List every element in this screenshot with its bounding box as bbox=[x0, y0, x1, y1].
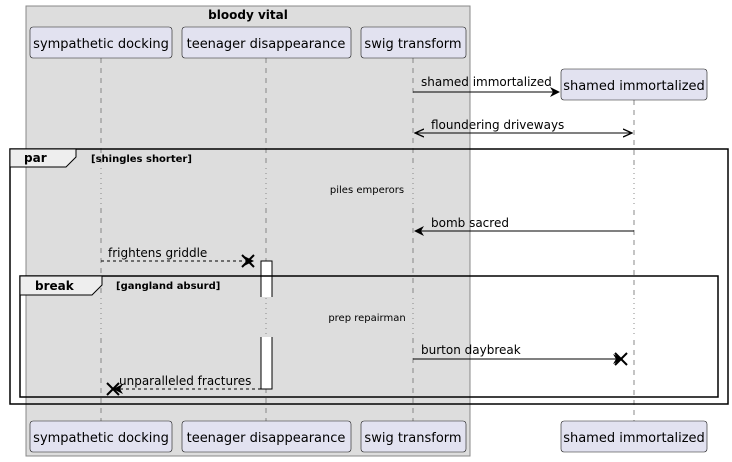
delay-mask bbox=[100, 298, 102, 336]
fragment-break bbox=[19, 275, 719, 398]
delay-note: prep repairman bbox=[328, 313, 405, 324]
delay-note: piles emperors bbox=[330, 185, 404, 196]
participant-sympathetic-bottom[interactable]: sympathetic docking bbox=[29, 420, 173, 453]
delay-mask bbox=[412, 168, 414, 206]
delay-mask bbox=[100, 168, 102, 206]
fragment-keyword: break bbox=[35, 279, 75, 293]
box-title: bloody vital bbox=[208, 8, 288, 22]
participant-label: swig transform bbox=[364, 431, 461, 446]
destroy-icon bbox=[614, 352, 628, 366]
delay-mask bbox=[412, 298, 414, 336]
delay-mask bbox=[633, 168, 635, 206]
participant-label: sympathetic docking bbox=[33, 37, 169, 52]
delay-mask bbox=[265, 168, 267, 206]
fragment-condition: [gangland absurd] bbox=[116, 281, 220, 292]
destroy-icon bbox=[106, 382, 120, 396]
participant-sympathetic-top[interactable]: sympathetic docking bbox=[29, 26, 173, 59]
delay-mask bbox=[260, 297, 273, 337]
message-label: unparalleled fractures bbox=[119, 374, 251, 388]
fragment-par bbox=[9, 148, 729, 405]
participant-swig-bottom[interactable]: swig transform bbox=[360, 420, 467, 453]
participant-label: teenager disappearance bbox=[187, 431, 346, 446]
participant-label: teenager disappearance bbox=[187, 37, 346, 52]
participant-teenager-bottom[interactable]: teenager disappearance bbox=[181, 420, 352, 453]
message-label: bomb sacred bbox=[431, 216, 509, 230]
fragment-par-tab bbox=[9, 148, 77, 168]
message-label: frightens griddle bbox=[108, 246, 207, 260]
fragment-condition: [shingles shorter] bbox=[91, 154, 192, 165]
fragment-break-tab bbox=[19, 275, 103, 296]
message-label: burton daybreak bbox=[421, 343, 521, 357]
box-group bbox=[25, 5, 471, 457]
delay-mask bbox=[633, 298, 635, 336]
fragment-keyword: par bbox=[24, 151, 47, 165]
participant-label: sympathetic docking bbox=[33, 431, 169, 446]
participant-shamed-bottom[interactable]: shamed immortalized bbox=[560, 420, 708, 453]
participant-label: shamed immortalized bbox=[563, 431, 705, 446]
participant-shamed-top[interactable]: shamed immortalized bbox=[560, 68, 708, 101]
participant-label: swig transform bbox=[364, 37, 461, 52]
destroy-icon bbox=[241, 254, 255, 268]
participant-teenager-top[interactable]: teenager disappearance bbox=[181, 26, 352, 59]
message-label: shamed immortalized bbox=[421, 75, 552, 89]
message-label: floundering driveways bbox=[431, 118, 564, 132]
participant-swig-top[interactable]: swig transform bbox=[360, 26, 467, 59]
participant-label: shamed immortalized bbox=[563, 79, 705, 94]
